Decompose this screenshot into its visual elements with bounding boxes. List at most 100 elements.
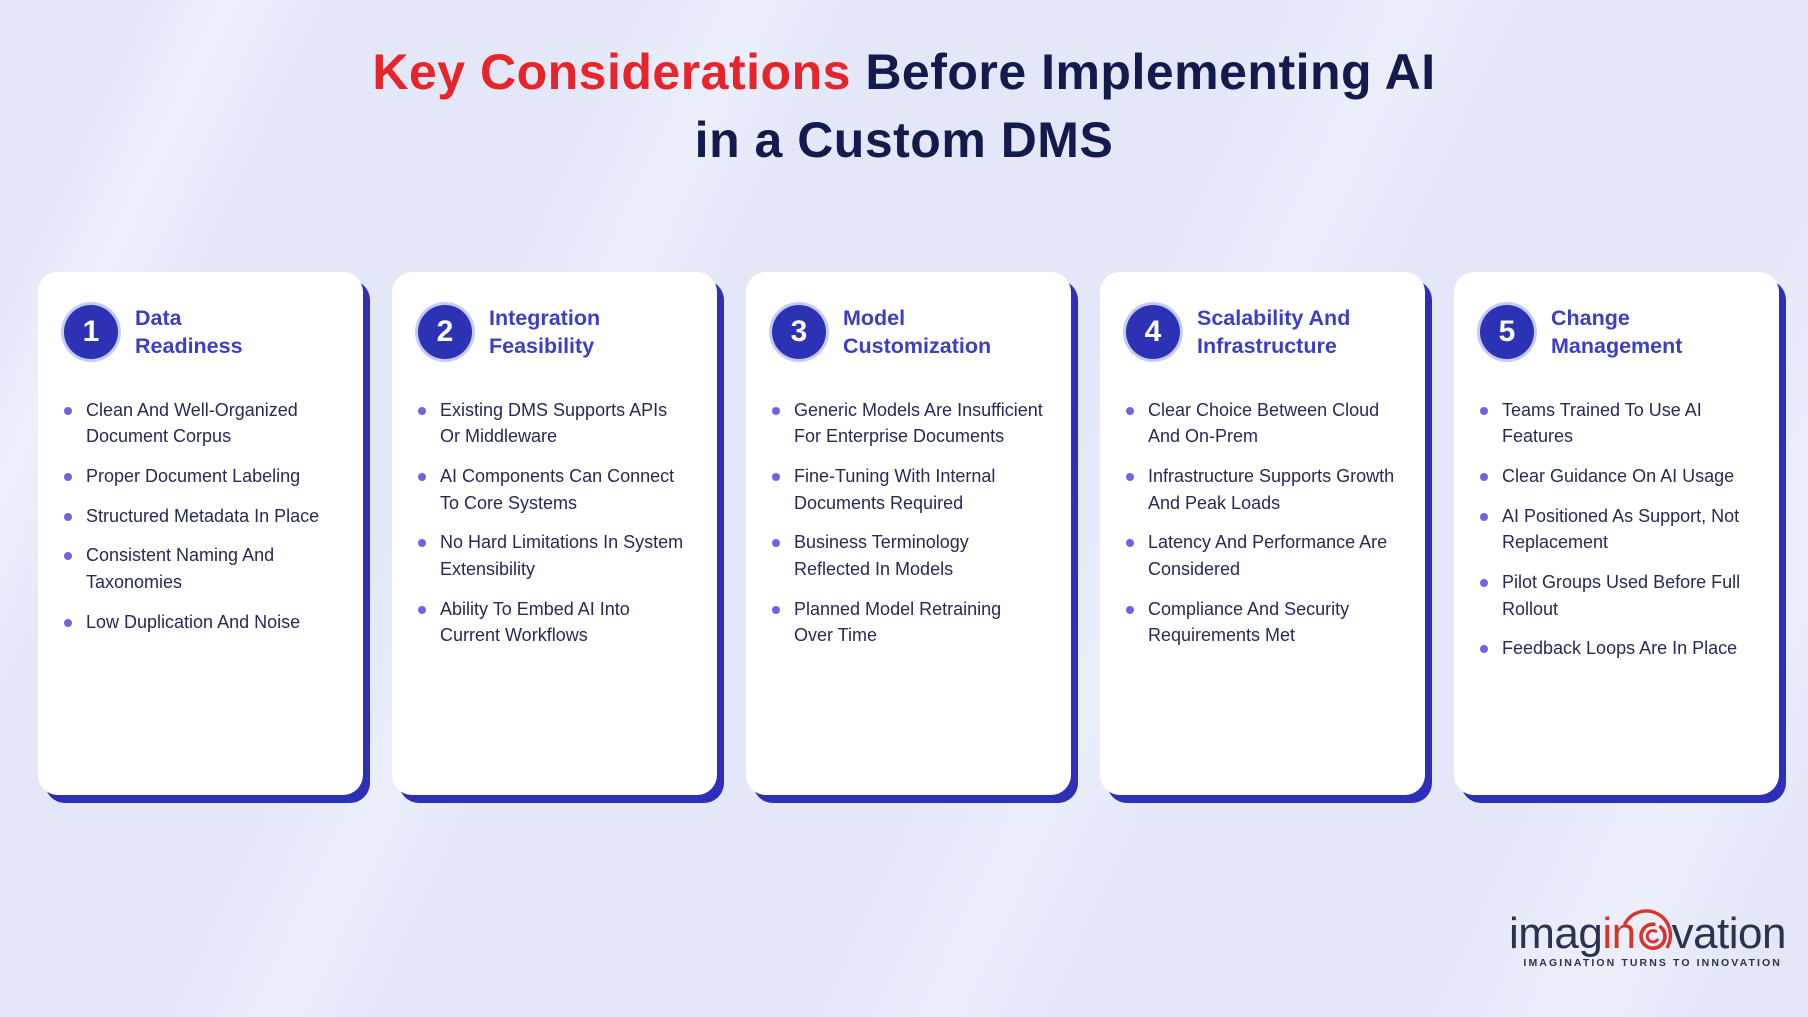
list-item: Structured Metadata In Place — [64, 503, 337, 530]
bullet-dot-icon — [772, 539, 780, 548]
bullet-dot-icon — [64, 406, 72, 415]
list-item: Clean And Well-Organized Document Corpus — [64, 397, 337, 450]
bullet-dot-icon — [418, 539, 426, 548]
number-badge: 5 — [1480, 305, 1534, 360]
bullet-text: Existing DMS Supports APIs Or Middleware — [440, 399, 668, 447]
bullet-text: Clear Choice Between Cloud And On-Prem — [1148, 399, 1380, 447]
page-title-highlight: Key Considerations — [372, 44, 851, 100]
bullet-dot-icon — [772, 406, 780, 415]
bullet-list: Generic Models Are Insufficient For Ente… — [772, 397, 1045, 649]
bullet-dot-icon — [1126, 406, 1134, 415]
list-item: Proper Document Labeling — [64, 463, 337, 490]
card-data-readiness: 1 Data Readiness Clean And Well-Organize… — [38, 272, 363, 795]
list-item: Compliance And Security Requirements Met — [1126, 596, 1399, 649]
bullet-text: Proper Document Labeling — [86, 466, 301, 486]
bullet-list: Clean And Well-Organized Document Corpus… — [64, 397, 337, 635]
logo-text-vation: vation — [1671, 909, 1787, 958]
card-heading: Change Management — [1551, 306, 1683, 359]
bullet-text: AI Components Can Connect To Core System… — [440, 466, 675, 513]
card-header: 1 Data Readiness — [64, 304, 337, 361]
list-item: Latency And Performance Are Considered — [1126, 529, 1399, 582]
list-item: Planned Model Retraining Over Time — [772, 596, 1045, 649]
list-item: Clear Guidance On AI Usage — [1480, 463, 1753, 490]
bullet-dot-icon — [1480, 645, 1488, 654]
bullet-dot-icon — [1126, 473, 1134, 481]
bullet-text: No Hard Limitations In System Extensibil… — [440, 532, 684, 579]
cards-row: 1 Data Readiness Clean And Well-Organize… — [38, 272, 1782, 795]
bullet-text: Consistent Naming And Taxonomies — [86, 545, 275, 592]
logo-spiral-o-icon — [1622, 909, 1672, 951]
number-badge: 1 — [64, 305, 118, 360]
bullet-text: Teams Trained To Use AI Features — [1502, 399, 1702, 447]
card-heading: Scalability And Infrastructure — [1197, 306, 1351, 359]
list-item: Fine-Tuning With Internal Documents Requ… — [772, 463, 1045, 516]
bullet-text: Latency And Performance Are Considered — [1148, 532, 1388, 579]
bullet-dot-icon — [1480, 406, 1488, 415]
card-model-customization: 3 Model Customization Generic Models Are… — [746, 272, 1071, 795]
logo-text-in: in — [1602, 909, 1636, 958]
bullet-dot-icon — [1126, 539, 1134, 548]
bullet-text: AI Positioned As Support, Not Replacemen… — [1502, 505, 1740, 553]
page-title: Key Considerations Before Implementing A… — [0, 38, 1808, 174]
card-header: 2 Integration Feasibility — [418, 304, 691, 361]
bullet-dot-icon — [1480, 578, 1488, 587]
page-title-line1: Key Considerations Before Implementing A… — [0, 38, 1808, 106]
bullet-dot-icon — [64, 512, 72, 521]
list-item: Teams Trained To Use AI Features — [1480, 397, 1753, 450]
list-item: Pilot Groups Used Before Full Rollout — [1480, 569, 1753, 622]
card-header: 4 Scalability And Infrastructure — [1126, 304, 1399, 361]
bullet-text: Infrastructure Supports Growth And Peak … — [1148, 466, 1395, 513]
bullet-dot-icon — [418, 473, 426, 481]
bullet-dot-icon — [418, 605, 426, 614]
bullet-dot-icon — [772, 605, 780, 614]
number-badge: 4 — [1126, 305, 1180, 360]
list-item: Feedback Loops Are In Place — [1480, 635, 1753, 662]
brand-tagline: IMAGINATION TURNS TO INNOVATION — [1523, 957, 1782, 969]
bullet-dot-icon — [772, 473, 780, 481]
bullet-text: Ability To Embed AI Into Current Workflo… — [440, 598, 630, 646]
logo-text-imag: imag — [1508, 909, 1603, 958]
bullet-dot-icon — [1126, 605, 1134, 614]
page-title-line2: in a Custom DMS — [694, 112, 1114, 168]
card-heading: Data Readiness — [135, 306, 243, 359]
card-header: 3 Model Customization — [772, 304, 1045, 361]
bullet-list: Clear Choice Between Cloud And On-Prem I… — [1126, 397, 1399, 649]
bullet-text: Business Terminology Reflected In Models — [794, 532, 969, 579]
list-item: Low Duplication And Noise — [64, 609, 337, 636]
card-change-management: 5 Change Management Teams Trained To Use… — [1454, 272, 1779, 795]
list-item: No Hard Limitations In System Extensibil… — [418, 529, 691, 582]
bullet-text: Fine-Tuning With Internal Documents Requ… — [794, 466, 996, 513]
bullet-text: Planned Model Retraining Over Time — [794, 598, 1002, 646]
bullet-text: Low Duplication And Noise — [86, 611, 301, 632]
card-scalability-infrastructure: 4 Scalability And Infrastructure Clear C… — [1100, 272, 1425, 795]
bullet-text: Clear Guidance On AI Usage — [1502, 466, 1735, 486]
bullet-dot-icon — [64, 473, 72, 481]
list-item: Consistent Naming And Taxonomies — [64, 542, 337, 595]
number-badge: 3 — [772, 305, 826, 360]
number-badge: 2 — [418, 305, 472, 360]
bullet-dot-icon — [1480, 473, 1488, 481]
bullet-list: Existing DMS Supports APIs Or Middleware… — [418, 397, 691, 649]
list-item: Existing DMS Supports APIs Or Middleware — [418, 397, 691, 450]
bullet-dot-icon — [418, 406, 426, 415]
card-heading: Integration Feasibility — [489, 306, 601, 359]
page-title-rest: Before Implementing AI — [850, 44, 1436, 100]
card-integration-feasibility: 2 Integration Feasibility Existing DMS S… — [392, 272, 717, 795]
list-item: Clear Choice Between Cloud And On-Prem — [1126, 397, 1399, 450]
bullet-text: Generic Models Are Insufficient For Ente… — [794, 399, 1043, 447]
card-heading: Model Customization — [843, 306, 992, 359]
bullet-text: Compliance And Security Requirements Met — [1148, 598, 1350, 646]
list-item: Ability To Embed AI Into Current Workflo… — [418, 596, 691, 649]
card-header: 5 Change Management — [1480, 304, 1753, 361]
list-item: AI Components Can Connect To Core System… — [418, 463, 691, 516]
bullet-text: Clean And Well-Organized Document Corpus — [86, 399, 298, 447]
bullet-list: Teams Trained To Use AI Features Clear G… — [1480, 397, 1753, 662]
bullet-dot-icon — [64, 552, 72, 561]
bullet-dot-icon — [64, 618, 72, 627]
list-item: AI Positioned As Support, Not Replacemen… — [1480, 503, 1753, 556]
list-item: Business Terminology Reflected In Models — [772, 529, 1045, 582]
bullet-text: Structured Metadata In Place — [86, 505, 320, 526]
bullet-dot-icon — [1480, 512, 1488, 521]
